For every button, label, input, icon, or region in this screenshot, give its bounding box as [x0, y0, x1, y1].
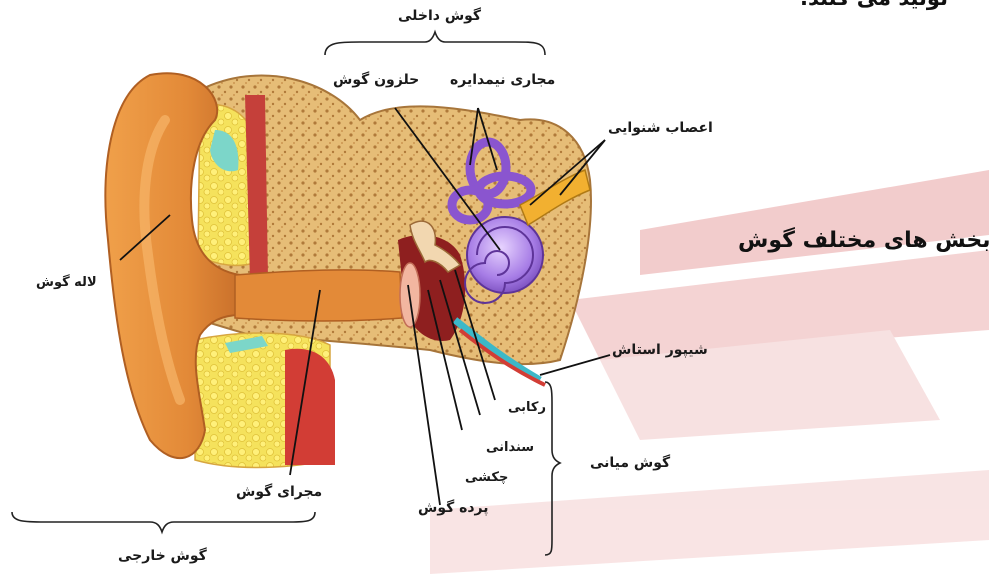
label-auditory-nerves: اعصاب شنوایی — [608, 120, 713, 136]
label-cochlea: حلزون گوش — [333, 72, 419, 88]
section-heading: بخش های مختلف گوش — [738, 228, 989, 253]
top-partial-text: تولید می کنند. — [800, 0, 948, 10]
lower-muscle — [285, 349, 335, 465]
label-eardrum: پرده گوش — [418, 500, 489, 516]
label-outer-ear: گوش خارجی — [118, 548, 207, 564]
outer-ear-brace — [12, 512, 315, 532]
label-auricle: لاله گوش — [36, 275, 97, 290]
label-semicircular-canals: مجاری نیمدایره — [450, 72, 555, 88]
inner-ear-brace — [325, 32, 545, 55]
label-eustachian-tube: شیپور استاش — [612, 342, 708, 358]
label-ear-canal: مجرای گوش — [236, 484, 322, 500]
label-incus: سندانی — [486, 440, 534, 455]
label-stapes: رکابی — [508, 400, 546, 415]
label-malleus: چکشی — [465, 470, 508, 485]
label-inner-ear: گوش داخلی — [398, 8, 481, 24]
label-middle-ear: گوش میانی — [590, 455, 670, 471]
